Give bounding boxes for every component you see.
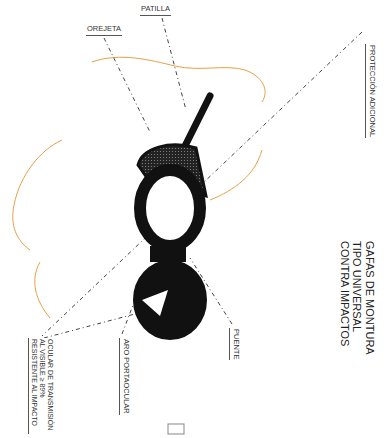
title: GAFAS DE MONTURA TIPO UNIVERSAL CONTRA I… xyxy=(337,240,377,367)
leader-lines xyxy=(42,18,362,338)
part-label: OCULAR DE TRANSMISIÓN AL VISIBLE ≥ 89% R… xyxy=(28,338,55,434)
part-label: OREJETA xyxy=(86,24,122,36)
part-label: PUENTE xyxy=(229,328,241,360)
part-label: ARO PORTAOCULAR xyxy=(119,338,131,415)
glasses-frame xyxy=(137,96,210,434)
part-label: PATILLA xyxy=(140,4,171,16)
part-label: PROTECCIÓN ADICIONAL xyxy=(365,44,377,138)
